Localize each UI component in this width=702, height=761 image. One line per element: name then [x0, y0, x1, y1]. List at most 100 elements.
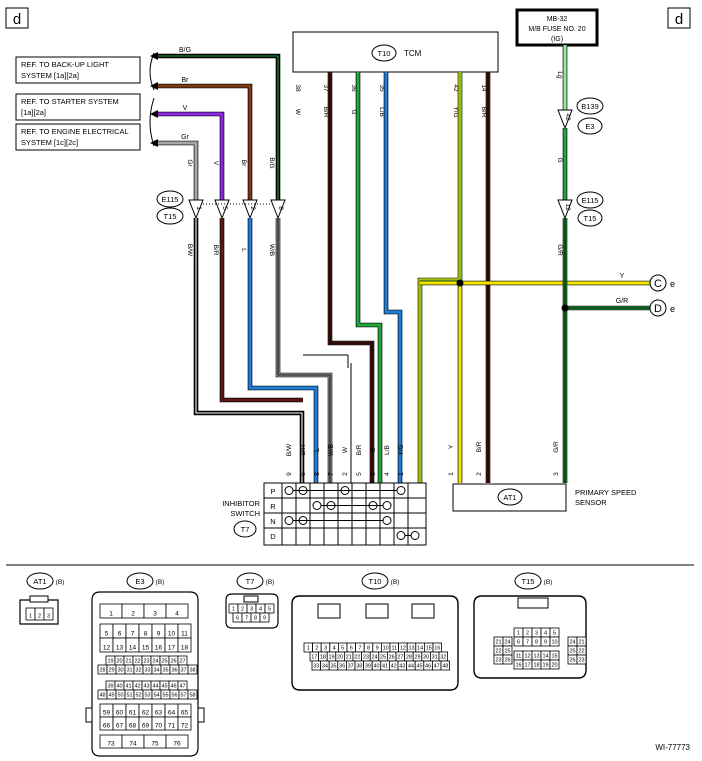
t15-pin-1-num: 1	[517, 631, 520, 637]
e3-pin-25-num: 25	[161, 659, 167, 665]
e3-pin-58-num: 58	[189, 693, 195, 699]
t10-pin-19-num: 19	[328, 655, 334, 661]
svg-text:SYSTEM [1c][2c]: SYSTEM [1c][2c]	[21, 138, 78, 147]
e3-pin-36-num: 36	[171, 668, 177, 674]
t15-right-tag	[577, 209, 603, 227]
tcm-wire-label-1: B/R	[322, 107, 329, 118]
fuse-wire-label: Lg	[556, 71, 563, 79]
e3-pin-45-num: 45	[161, 684, 167, 690]
e3-pin-35-num: 35	[162, 668, 168, 674]
e3-pin-1-num: 1	[109, 611, 113, 618]
e3-latch-right	[197, 707, 205, 723]
inhibitor-pin-label-5: 5	[356, 472, 363, 476]
e3-pin-75-num: 75	[151, 741, 159, 748]
t10-pin-3-num: 3	[324, 646, 327, 652]
e3-pin-71-num: 71	[168, 723, 176, 730]
t10-pin-42-num: 42	[391, 664, 397, 670]
e3-pin-18-num: 18	[181, 645, 189, 652]
t10-pin-48	[440, 660, 451, 671]
wire-l-outline	[247, 218, 319, 483]
e3-pin-20-num: 20	[116, 659, 122, 665]
at1-pin-3	[43, 607, 54, 621]
inhibitor-title-1: INHIBITOR	[222, 499, 260, 508]
t10-pin-1-num: 1	[307, 646, 310, 652]
t15-pin-right-5	[576, 654, 587, 665]
svg-text:AT1: AT1	[503, 493, 516, 502]
e115-right-pin-triangle	[557, 199, 573, 220]
left-lower-wire-label-3: W/B	[268, 244, 275, 256]
wire-l	[248, 218, 318, 483]
e3-pin-6-num: 6	[118, 631, 122, 638]
ref-arrow-1	[150, 82, 158, 90]
t10-latch-right	[411, 603, 435, 619]
e3-view-name: E3	[135, 577, 144, 586]
t10-pin-43-num: 43	[399, 664, 405, 670]
svg-text:E115: E115	[582, 196, 599, 205]
b139-pin-triangle	[557, 109, 573, 130]
e3-pin-17-num: 17	[168, 645, 176, 652]
e3-pin-11-num: 11	[181, 631, 188, 638]
svg-text:MB-32: MB-32	[547, 16, 568, 23]
e3-pin-46-num: 46	[170, 684, 176, 690]
left-lower-wire-label-1: B/R	[212, 245, 219, 256]
inhibitor-wire-label-4: W	[342, 446, 349, 453]
svg-text:B139: B139	[581, 102, 599, 111]
t15-latch	[517, 597, 549, 609]
t10-pin-34-num: 34	[322, 664, 328, 670]
t10-pin-25-num: 25	[380, 655, 386, 661]
at1-tag	[497, 488, 523, 506]
t10-pin-20-num: 20	[337, 655, 343, 661]
t15-view-tag	[514, 572, 542, 590]
svg-text:REF. TO BACK-UP LIGHT: REF. TO BACK-UP LIGHT	[21, 60, 109, 69]
junction-gr	[561, 304, 569, 312]
t10-pin-44-num: 44	[408, 664, 414, 670]
wire-v-top	[154, 112, 224, 200]
t10-pin-38-num: 38	[356, 664, 362, 670]
b139-tag	[576, 97, 604, 115]
brace-bottom	[149, 97, 155, 147]
t10-pin-6-num: 6	[350, 646, 353, 652]
corner-label-left: d	[13, 11, 21, 28]
e3-pin-7-num: 7	[131, 631, 135, 638]
t10-pin-12-num: 12	[400, 646, 406, 652]
inhibitor-row-D: D	[270, 532, 276, 541]
left-vert-wire-label-0: Gr	[186, 159, 193, 167]
e3-pin-41-num: 41	[125, 684, 131, 690]
ref-arrow-3	[150, 139, 158, 147]
t15-pin-left-1-num: 24	[504, 640, 510, 646]
tcm-wire-label-5: B/R	[480, 107, 487, 118]
t7-pin-8-num: 8	[254, 616, 257, 622]
t15-pin-5-num: 5	[553, 631, 556, 637]
e3-pin-3-num: 3	[153, 611, 157, 618]
e3-pin-39-num: 39	[107, 684, 113, 690]
e3-pin-18	[177, 637, 192, 653]
t10-pin-33-num: 33	[313, 664, 319, 670]
sensor-title-1: PRIMARY SPEED	[575, 488, 637, 497]
corner-label-right: d	[675, 11, 683, 28]
t10-pin-7-num: 7	[358, 646, 361, 652]
e3-pin-54-num: 54	[153, 693, 159, 699]
t10-pin-29-num: 29	[414, 655, 420, 661]
inhibitor-contact	[284, 516, 294, 525]
tcm-pin-3: 35	[378, 84, 385, 92]
t10-pin-2-num: 2	[315, 646, 318, 652]
tcm-wire-label-0: W	[294, 109, 301, 116]
e3-pin-31-num: 31	[126, 668, 132, 674]
e115-left-pin-1: 5	[221, 206, 228, 210]
t10-pin-15-num: 15	[426, 646, 432, 652]
wire-br-top	[154, 84, 252, 200]
fuse-box	[515, 8, 599, 47]
t10-pin-10-num: 10	[383, 646, 389, 652]
e115-left-pin-2: 2	[249, 206, 256, 210]
t10-pin-40-num: 40	[373, 664, 379, 670]
t15-pin-left-4-num: 23	[495, 658, 501, 664]
inhibitor-pin-label-2: 8	[314, 472, 321, 476]
e3-pin-21-num: 21	[125, 659, 131, 665]
t7-latch	[243, 595, 259, 603]
e3-pin-23-num: 23	[143, 659, 149, 665]
tcm-connector-tag	[371, 44, 397, 62]
t15-view-name: T15	[522, 577, 535, 586]
inhibitor-wire-label-8: Y/G	[398, 444, 405, 455]
inhibitor-wire-label-0: B/W	[286, 443, 293, 456]
